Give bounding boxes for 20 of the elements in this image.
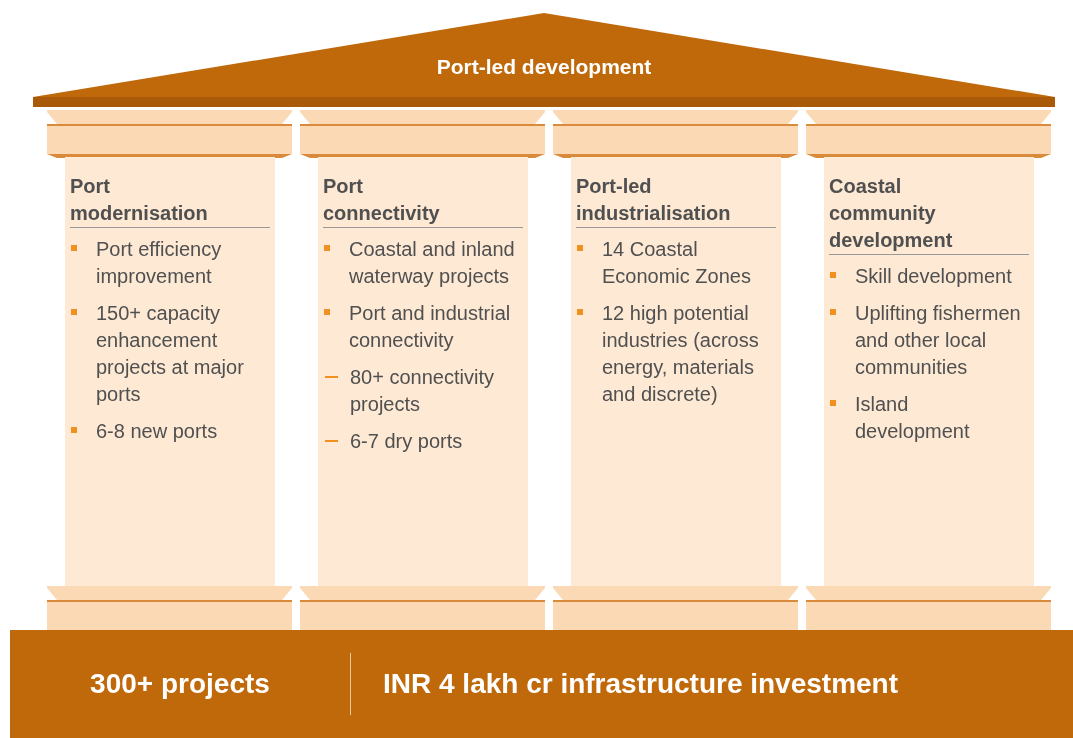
bullet-text: Uplifting fishermen and other local communities [855, 301, 1022, 380]
bullet-text: 150+ capacity enhancement projects at major ports [96, 301, 245, 407]
base-text: INR 4 lakh cr infrastructure investment [383, 667, 899, 701]
bullet-text: 14 Coastal Economic Zones [602, 237, 752, 289]
bullet-text: Port efficiency improvement [96, 237, 223, 289]
bullet-text: Port and industrial connectivity [349, 301, 512, 353]
bullet-text: 6-8 new ports [96, 419, 218, 444]
bullet-text: Coastal and inland waterway projects [349, 237, 516, 289]
bullet-text: Island development [855, 392, 971, 444]
pillar-heading: Coastal community development [829, 173, 1029, 255]
pillar-heading: Port modernisation [70, 173, 270, 228]
pillar-heading: Port connectivity [323, 173, 523, 228]
base-platform [10, 630, 1073, 738]
bullet-text: Skill development [855, 264, 1012, 289]
bullet-text: 12 high potential industries (across energy, materials and discrete) [602, 301, 760, 407]
roof-title: Port-led development [436, 54, 652, 80]
base-text: 300+ projects [90, 667, 270, 701]
pillar-heading: Port-led industrialisation [576, 173, 776, 228]
bullet-text: 80+ connectivity projects [350, 365, 495, 417]
bullet-text: 6-7 dry ports [350, 429, 463, 454]
